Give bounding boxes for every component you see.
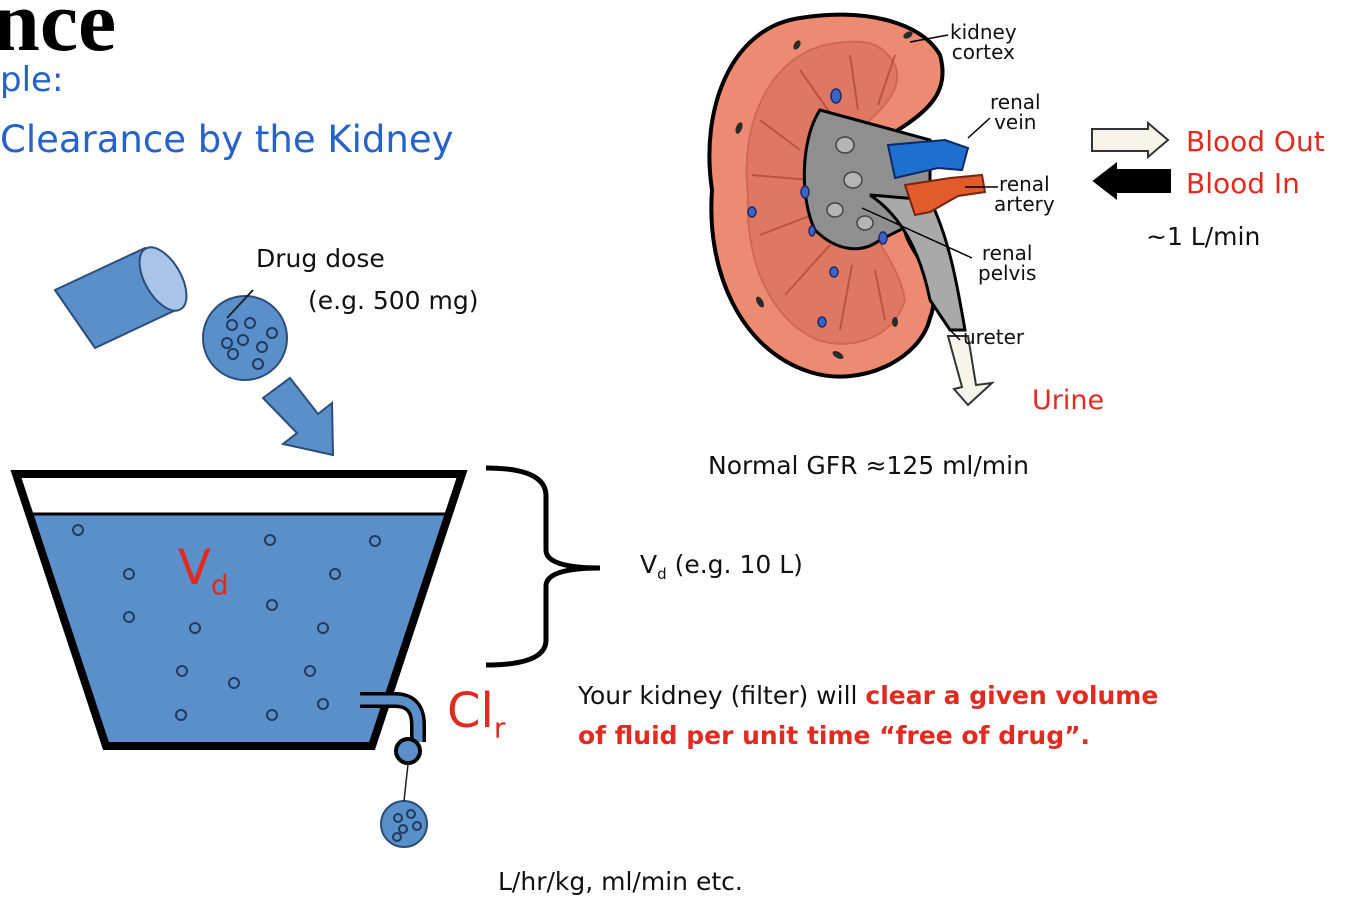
drug-dose-label: Drug dose: [256, 244, 385, 273]
drug-vial-icon: [55, 240, 196, 348]
blood-out-label: Blood Out: [1186, 125, 1325, 158]
volume-label: Vd (e.g. 10 L): [640, 550, 803, 583]
blood-in-arrow-icon: [1094, 164, 1170, 198]
kidney-illustration: [709, 15, 985, 377]
drug-dose-pill-icon: [203, 296, 287, 380]
units-text: L/hr/kg, ml/min etc.: [498, 867, 743, 896]
slide-heading: Clearance by the Kidney: [0, 118, 454, 161]
drug-dose-example: (e.g. 500 mg): [308, 286, 478, 315]
statement-line-1: Your kidney (filter) will clear a given …: [578, 681, 1158, 710]
blood-out-arrow-icon: [1092, 123, 1168, 157]
dose-arrow-icon: [263, 378, 333, 455]
blood-flow-label: ~1 L/min: [1146, 222, 1260, 251]
statement-line-2: of fluid per unit time “free of drug”.: [578, 721, 1090, 750]
urine-label: Urine: [1032, 385, 1104, 416]
slide-subtitle: ple:: [0, 60, 63, 100]
gfr-label: Normal GFR ≈125 ml/min: [708, 451, 1029, 480]
ureter-label: ureter: [963, 327, 1024, 347]
clearance-symbol: Clr: [447, 683, 505, 745]
excreted-drop-icon: [381, 764, 427, 847]
blood-in-label: Blood In: [1186, 167, 1300, 200]
slide-title: nce: [0, 0, 116, 64]
volume-brace: [486, 468, 600, 665]
tank-volume-symbol: Vd: [178, 540, 229, 602]
